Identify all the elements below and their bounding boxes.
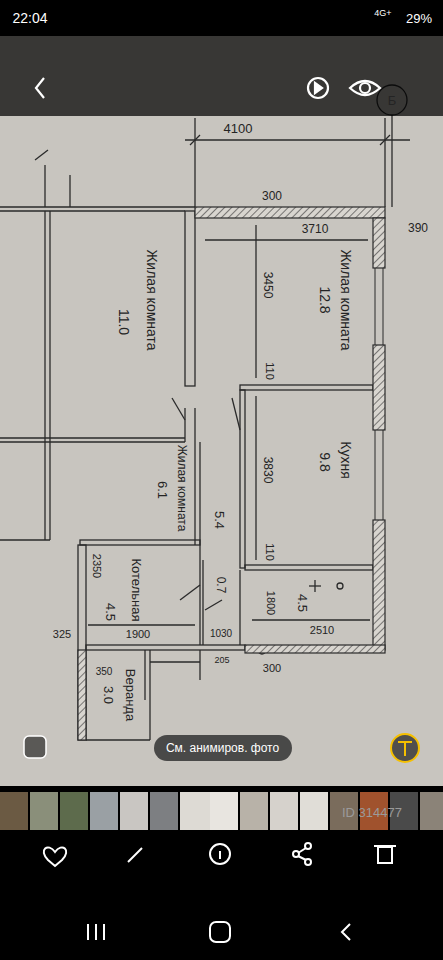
room-area: 0.7 <box>215 577 227 594</box>
paper <box>0 36 443 786</box>
thumbnail <box>120 792 148 830</box>
dimension: 2350 <box>91 554 102 578</box>
status-network: 4G+ <box>374 9 391 18</box>
dimension: 390 <box>408 222 428 234</box>
room-area: 3.0 <box>102 686 115 704</box>
room-name: Веранда <box>124 669 137 721</box>
thumbnail <box>90 792 118 830</box>
dimension: 350 <box>96 667 113 677</box>
thumbnail <box>240 792 268 830</box>
exterior-wall <box>78 207 385 740</box>
status-bar <box>0 0 443 36</box>
room-area: 11.0 <box>117 309 131 335</box>
room-area: 4.5 <box>104 603 117 621</box>
room: Жилая комната 11.0 <box>50 212 185 438</box>
axis-mark: Б <box>388 94 397 107</box>
room: 4.5 <box>245 570 373 645</box>
dimension: 300 <box>263 663 281 674</box>
thumbnail <box>150 792 178 830</box>
overlay-button: См. анимиров. фото <box>154 735 292 761</box>
thumbnail <box>210 792 238 830</box>
room-name: Кухня <box>339 441 353 478</box>
side-icons <box>24 734 419 762</box>
room: Веранда 3.0 <box>86 650 145 740</box>
dimension: 1800 <box>265 591 276 615</box>
window <box>375 268 383 520</box>
dimension: 1030 <box>210 629 232 639</box>
watermark: ID 314477 <box>342 806 402 819</box>
status-time: 22:04 <box>12 11 47 25</box>
dimension: 2510 <box>310 625 334 636</box>
room-area: 4.5 <box>296 594 309 612</box>
thumbnail-strip <box>0 792 443 830</box>
dimension: 4100 <box>224 122 253 135</box>
thumbnail <box>420 792 443 830</box>
room-name: Котельная <box>130 559 143 622</box>
room-area: 6.1 <box>156 481 169 499</box>
room-name: Жилая комната <box>339 249 353 350</box>
status-battery: 29% <box>406 12 432 25</box>
top-icons <box>36 78 380 98</box>
dimension: 205 <box>214 656 229 665</box>
room: Жилая комната 12.8 <box>195 218 373 385</box>
room-area: 12.8 <box>318 286 332 313</box>
button-label: См. анимиров. фото <box>166 742 279 754</box>
dimension: 1900 <box>126 629 150 640</box>
room-area: 5.4 <box>213 511 226 529</box>
bottom-bar <box>0 786 443 960</box>
dimension: 3710 <box>302 223 329 235</box>
room-name: Жилая комната <box>145 249 159 350</box>
top-bar <box>0 36 443 116</box>
thumbnail <box>0 792 28 830</box>
room-name: Жилая комната <box>176 445 188 532</box>
dimension: 3830 <box>262 457 274 484</box>
room: 5.4 <box>200 442 240 565</box>
thumbnail <box>30 792 58 830</box>
dimension: 110 <box>264 362 275 380</box>
thumbnail <box>270 792 298 830</box>
dimension: 300 <box>262 190 282 202</box>
plan-lines <box>0 85 410 740</box>
room-area: 9.8 <box>318 452 332 471</box>
thumbnail <box>60 792 88 830</box>
toolbar-icons <box>44 843 396 942</box>
room: Жилая комната 6.1 <box>50 442 195 540</box>
dimension: 110 <box>264 543 275 561</box>
dimension: 3450 <box>262 272 274 299</box>
dimension: 325 <box>53 629 71 640</box>
thumbnail <box>300 792 328 830</box>
